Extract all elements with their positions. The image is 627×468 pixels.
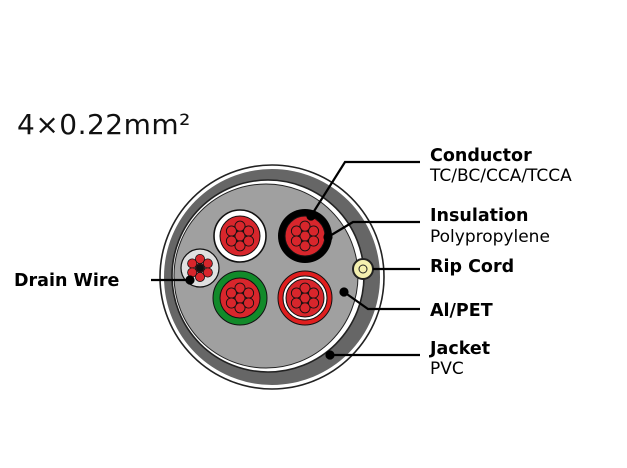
- label-jacket: Jacket: [429, 339, 490, 359]
- rip-cord: [352, 258, 374, 280]
- label-conductor: Conductor: [430, 146, 532, 166]
- leader-insulation: [327, 220, 420, 238]
- leader-al-pet: [343, 291, 420, 311]
- core-black: [278, 209, 332, 263]
- label-conductor-detail: TC/BC/CCA/TCCA: [429, 166, 572, 186]
- label-insulation-detail: Polypropylene: [430, 227, 550, 247]
- core-white: [213, 209, 267, 263]
- leader-conductor: [310, 160, 420, 217]
- label-insulation: Insulation: [430, 206, 529, 226]
- label-drain-wire: Drain Wire: [14, 271, 119, 291]
- cable-spec-title: 4×0.22mm²: [17, 108, 191, 141]
- core-green: [212, 270, 268, 326]
- core-red: [277, 270, 333, 326]
- label-rip-cord: Rip Cord: [430, 257, 514, 277]
- leader-lines: [151, 160, 420, 360]
- label-jacket-detail: PVC: [430, 359, 464, 379]
- label-al-pet: Al/PET: [430, 301, 493, 321]
